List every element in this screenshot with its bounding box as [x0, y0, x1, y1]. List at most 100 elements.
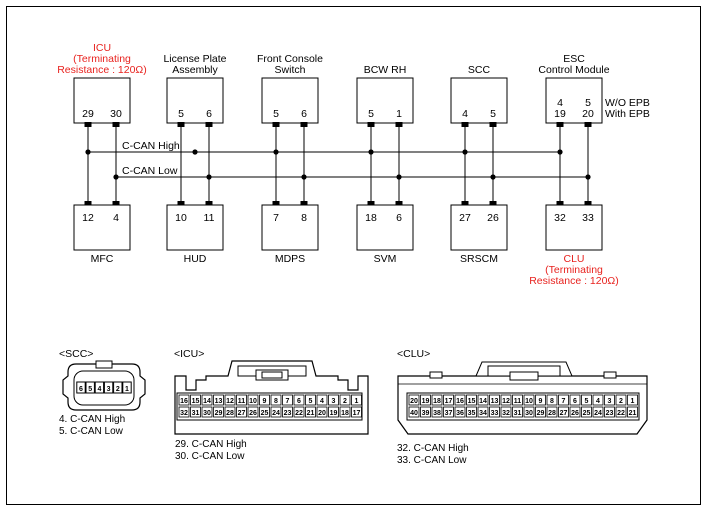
pin-number: 4	[97, 386, 101, 393]
pin-number: 18	[365, 212, 377, 224]
splice-dot	[113, 174, 119, 180]
pin-number: 18	[433, 398, 441, 405]
pin-number: 1	[125, 386, 129, 393]
terminal	[177, 122, 185, 127]
pin-number: 5	[309, 398, 313, 405]
pin-number: 1	[355, 398, 359, 405]
pin-number: 38	[433, 410, 441, 417]
pin-number: 30	[203, 410, 211, 417]
module-hud-box	[166, 204, 224, 251]
splice-dot	[585, 174, 591, 180]
splice-dot	[273, 149, 279, 155]
terminal	[177, 201, 185, 206]
pin-number: 5	[368, 108, 374, 120]
terminal	[395, 122, 403, 127]
terminal	[205, 201, 213, 206]
pin-number: 30	[110, 108, 122, 120]
pin-number: 32	[502, 410, 510, 417]
pin-number: 27	[560, 410, 568, 417]
pin-number: 26	[249, 410, 257, 417]
pin-number: 15	[192, 398, 200, 405]
pin-number: 24	[594, 410, 602, 417]
pin-number: 19	[554, 108, 566, 120]
pin-number: 1	[396, 108, 402, 120]
module-front-console-label: Front Console	[257, 53, 323, 65]
pin-number: 34	[479, 410, 487, 417]
pin-number: 8	[301, 212, 307, 224]
pin-number: 23	[284, 410, 292, 417]
module-scc-label: SCC	[468, 64, 491, 76]
pin-number: 5	[585, 398, 589, 405]
pin-number: 26	[487, 212, 499, 224]
pin-number: 35	[468, 410, 476, 417]
terminal	[489, 201, 497, 206]
pin-number: 6	[206, 108, 212, 120]
splice-dot	[368, 149, 374, 155]
pin-number: 23	[606, 410, 614, 417]
module-license-label: Assembly	[172, 64, 218, 76]
module-esc-label: Control Module	[538, 64, 609, 76]
terminal	[112, 201, 120, 206]
module-esc-label: ESC	[563, 53, 585, 65]
pin-number: 21	[629, 410, 637, 417]
terminal	[84, 201, 92, 206]
module-clu-box	[545, 204, 603, 251]
diagram-frame	[6, 6, 701, 505]
splice-dot	[396, 174, 402, 180]
pin-number: 29	[215, 410, 223, 417]
c-can-low-label: C-CAN Low	[122, 165, 178, 177]
module-esc-box	[545, 77, 603, 124]
pin-number: 39	[422, 410, 430, 417]
module-mdps-box	[261, 204, 319, 251]
splice-dot	[192, 149, 198, 155]
pin-number: 10	[175, 212, 187, 224]
terminal	[556, 201, 564, 206]
splice-dot	[206, 174, 212, 180]
terminal	[489, 122, 497, 127]
pin-number: 11	[238, 398, 246, 405]
terminal	[584, 201, 592, 206]
pin-number: 2	[619, 398, 623, 405]
pin-number: 5	[585, 97, 591, 109]
terminal	[272, 201, 280, 206]
pin-number: 29	[537, 410, 545, 417]
pin-number: 18	[341, 410, 349, 417]
connector-icu-legend: 29. C-CAN High	[175, 439, 247, 450]
pin-number: 4	[462, 108, 468, 120]
module-front-console-label: Switch	[275, 64, 306, 76]
pin-number: 9	[263, 398, 267, 405]
pin-number: 30	[525, 410, 533, 417]
pin-number: 6	[573, 398, 577, 405]
pin-number: 7	[562, 398, 566, 405]
connector-clu-legend: 32. C-CAN High	[397, 443, 469, 454]
pin-number: 17	[445, 398, 453, 405]
pin-number: 27	[459, 212, 471, 224]
pin-number: 24	[272, 410, 280, 417]
pin-number: 22	[295, 410, 303, 417]
pin-number: 6	[396, 212, 402, 224]
splice-dot	[462, 149, 468, 155]
terminal	[272, 122, 280, 127]
terminal	[556, 122, 564, 127]
pin-number: 32	[554, 212, 566, 224]
terminal	[584, 122, 592, 127]
pin-number: 40	[410, 410, 418, 417]
pin-number: 5	[273, 108, 279, 120]
pin-number: 19	[422, 398, 430, 405]
terminal	[367, 122, 375, 127]
pin-number: 8	[274, 398, 278, 405]
pin-number: 20	[582, 108, 594, 120]
module-mfc-label: MFC	[91, 253, 114, 265]
pin-number: 17	[353, 410, 361, 417]
terminal	[300, 122, 308, 127]
terminal	[461, 122, 469, 127]
module-front-console-box	[261, 77, 319, 124]
pin-number: 9	[539, 398, 543, 405]
pin-number: 15	[468, 398, 476, 405]
